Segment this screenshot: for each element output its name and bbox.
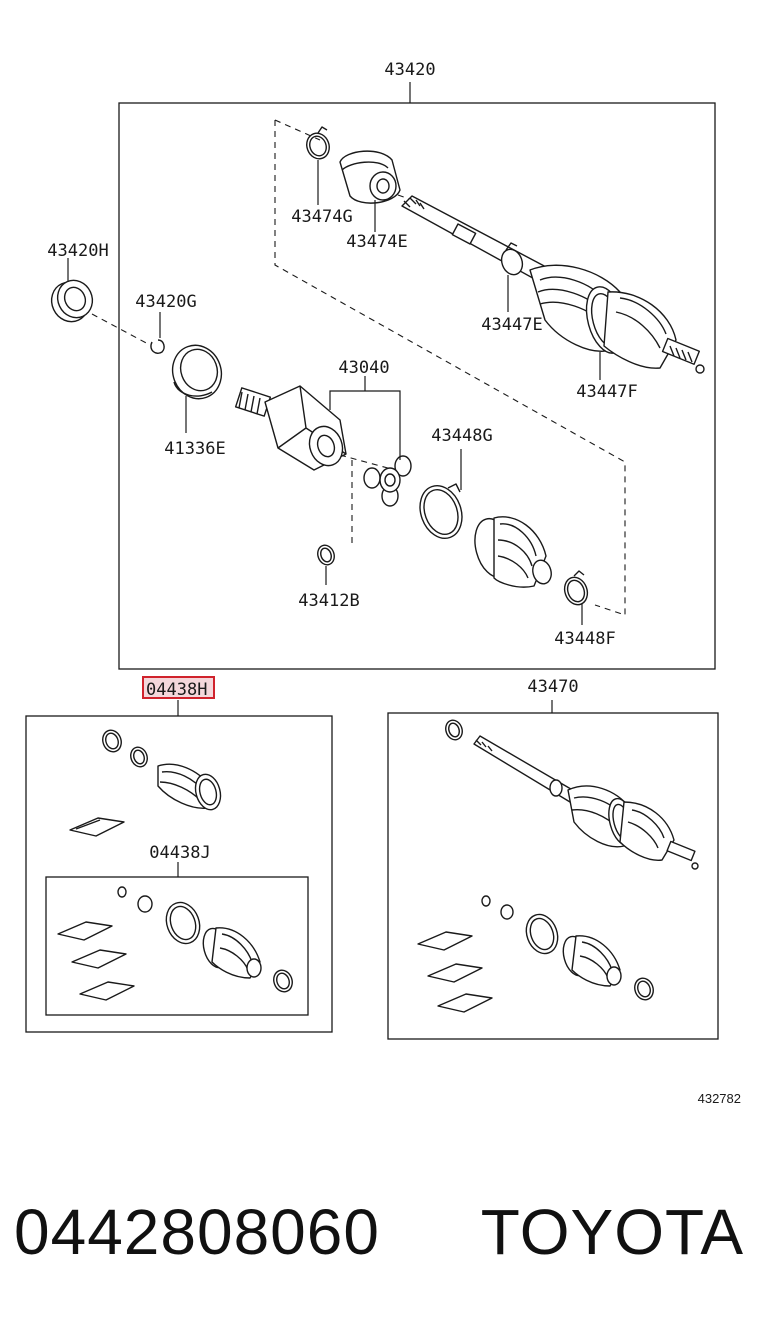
assembly-43470-parts-drawing xyxy=(417,719,699,1013)
callout-41336e[interactable]: 41336E xyxy=(164,439,225,459)
callout-43412b[interactable]: 43412B xyxy=(298,591,359,611)
boot-clamp-43448f-drawing xyxy=(563,570,589,606)
assembly-frame-alt xyxy=(387,712,719,1040)
callout-43420h[interactable]: 43420H xyxy=(47,241,108,261)
snap-ring-43420g-drawing xyxy=(150,339,165,354)
boot-kit-frame-j xyxy=(45,876,309,1016)
callout-43040[interactable]: 43040 xyxy=(338,358,389,378)
callout-43448g[interactable]: 43448G xyxy=(431,426,492,446)
boot-clamp-43448g-drawing xyxy=(419,483,463,539)
highlight-box xyxy=(142,676,215,699)
callout-43470[interactable]: 43470 xyxy=(527,677,578,697)
callout-43474e[interactable]: 43474E xyxy=(346,232,407,252)
callout-43420g[interactable]: 43420G xyxy=(135,292,196,312)
inboard-joint-43040-drawing xyxy=(234,385,412,507)
clamp-43474g-drawing xyxy=(306,126,330,160)
brand-name: TOYOTA xyxy=(481,1196,744,1268)
callout-04438j[interactable]: 04438J xyxy=(149,843,210,863)
callout-43447f[interactable]: 43447F xyxy=(576,382,637,402)
callout-04438h[interactable]: 04438H xyxy=(146,680,207,700)
damper-43474e-drawing xyxy=(339,150,401,204)
callout-43447e[interactable]: 43447E xyxy=(481,315,542,335)
callout-43420[interactable]: 43420 xyxy=(384,60,435,80)
assembly-frame-main xyxy=(118,102,716,670)
snap-ring-43412b-drawing xyxy=(317,544,335,566)
oil-seal-43420h-drawing xyxy=(50,279,94,323)
inboard-boot-drawing xyxy=(474,516,552,588)
boot-kit-j-parts-drawing xyxy=(57,886,293,1001)
callout-43474g[interactable]: 43474G xyxy=(291,207,352,227)
drive-shaft-drawing xyxy=(401,195,705,374)
boot-kit-frame-h xyxy=(25,715,333,1033)
callout-43448f[interactable]: 43448F xyxy=(554,629,615,649)
dust-deflector-41336e-drawing xyxy=(171,344,223,400)
figure-reference: 432782 xyxy=(698,1091,741,1106)
part-number: 0442808060 xyxy=(14,1196,380,1268)
boot-kit-h-parts-drawing xyxy=(69,729,222,837)
